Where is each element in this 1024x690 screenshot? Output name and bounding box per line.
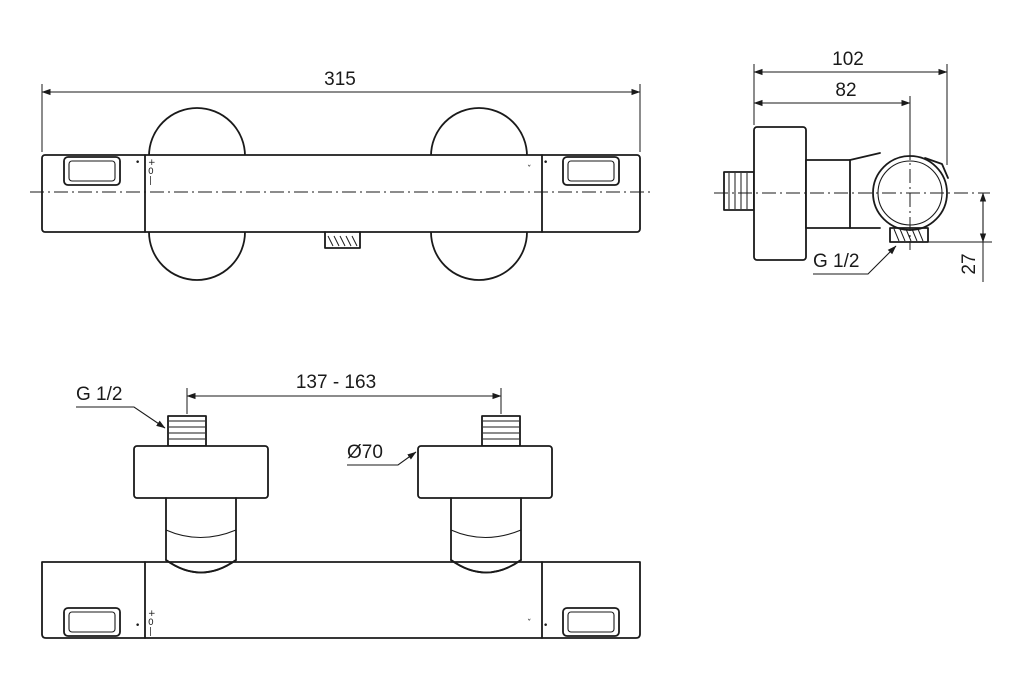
- left-escutcheon-bottom: [148, 231, 246, 281]
- top-temp-minus-mark: |: [149, 627, 152, 637]
- dot-mark-right: •: [543, 158, 548, 168]
- front-view: + 0 | • ˇ • 315: [30, 69, 652, 281]
- outlet-nipple: [324, 231, 361, 249]
- dim-overall-length: 315: [324, 69, 356, 90]
- temp-minus-mark: |: [149, 176, 152, 186]
- temp-plus-mark: +: [148, 158, 156, 168]
- top-dot-mark-left: •: [135, 621, 140, 631]
- mixer-body: [41, 154, 641, 233]
- flow-mark: ˇ: [527, 164, 532, 175]
- right-handle-grip: [562, 156, 620, 186]
- top-temp-plus-mark: +: [148, 609, 156, 619]
- left-handle-grip: [63, 156, 121, 186]
- left-handle-grip-inner: [68, 160, 116, 182]
- top-dot-mark-right: •: [543, 621, 548, 631]
- dim-outlet-height: 27: [959, 253, 980, 274]
- right-escutcheon-top: [430, 107, 528, 157]
- side-outlet-nipple: [889, 227, 929, 243]
- dim-wall-to-outlet: 82: [835, 80, 856, 101]
- dot-mark-left: •: [135, 158, 140, 168]
- top-right-handle-grip: [562, 607, 620, 637]
- right-escutcheon-top-view: [417, 445, 553, 499]
- escutcheon-diameter-leader: [347, 451, 417, 466]
- dim-inlet-spacing: 137 - 163: [296, 372, 376, 393]
- left-inlet-thread: [167, 415, 207, 447]
- escutcheon-diameter-label: Ø70: [347, 442, 383, 463]
- wall-thread: [723, 171, 755, 211]
- inlet-thread-leader: [76, 406, 166, 429]
- top-temp-zero-mark: 0: [148, 618, 154, 628]
- right-handle-grip-inner: [567, 160, 615, 182]
- top-flow-mark: ˇ: [527, 618, 532, 629]
- left-escutcheon-top: [148, 107, 246, 157]
- right-inlet-thread: [481, 415, 521, 447]
- dim-overall-depth: 102: [832, 49, 864, 70]
- inlet-thread-label: G 1/2: [76, 384, 122, 405]
- top-left-handle-grip: [63, 607, 121, 637]
- left-escutcheon-top-view: [133, 445, 269, 499]
- top-view: + 0 | • ˇ • 137 - 163 G 1/2 Ø70: [41, 372, 641, 639]
- right-escutcheon-bottom: [430, 231, 528, 281]
- top-mixer-body: [41, 561, 641, 639]
- outlet-thread-leader: [813, 245, 897, 275]
- side-view: 102 82 27 G 1/2: [714, 49, 992, 282]
- side-neck: [805, 159, 851, 229]
- outlet-thread-label: G 1/2: [813, 251, 859, 272]
- temp-zero-mark: 0: [148, 167, 154, 177]
